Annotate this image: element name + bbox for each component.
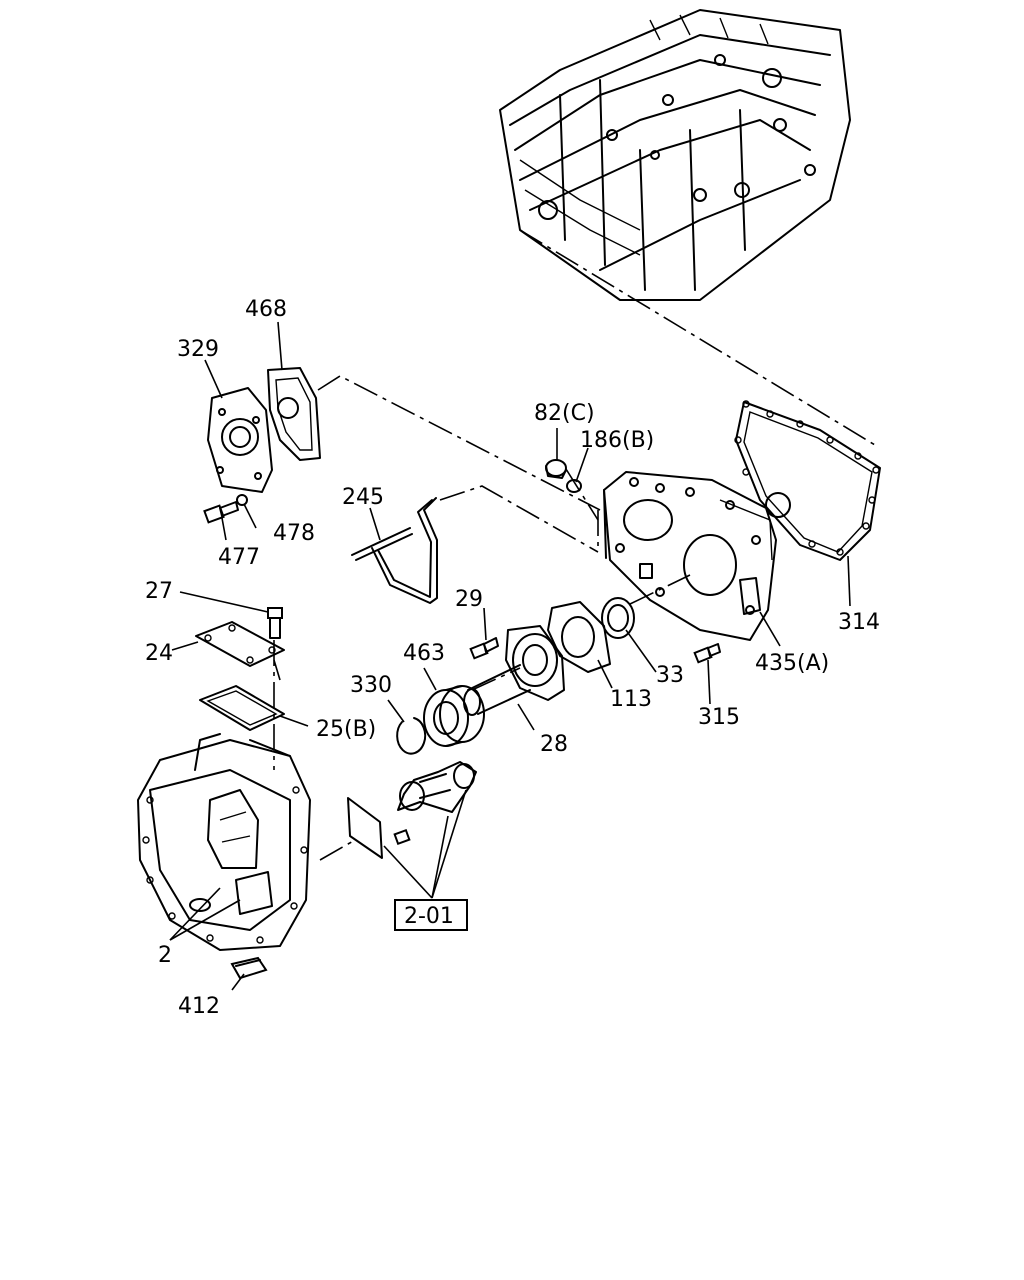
label-468: 468: [245, 297, 287, 322]
ref-label-2-01[interactable]: 2-01: [404, 904, 454, 929]
part-25b-gasket: [199, 685, 285, 731]
label-435a: 435(A): [755, 651, 829, 676]
label-186b: 186(B): [580, 428, 654, 453]
label-463: 463: [403, 641, 445, 666]
part-2-clutch-housing: [137, 733, 311, 951]
part-468-gasket: [267, 367, 321, 461]
part-82c-plug: [545, 459, 567, 479]
label-2: 2: [158, 943, 172, 968]
alignment-lines: [273, 229, 876, 861]
part-330-snap-ring: [396, 717, 427, 755]
label-477: 477: [218, 545, 260, 570]
part-24-cover: [195, 621, 285, 667]
part-315-bolt: [693, 643, 721, 664]
label-478: 478: [273, 521, 315, 546]
part-435a-front-plate: [603, 471, 777, 641]
part-29-bolt: [469, 637, 499, 660]
part-27-bolt: [267, 607, 283, 639]
label-28: 28: [540, 732, 568, 757]
label-29: 29: [455, 587, 483, 612]
part-478-washer: [236, 494, 248, 506]
transmission-case: [499, 9, 851, 301]
part-412-plug: [230, 956, 268, 980]
part-245-pipe: [351, 497, 438, 604]
label-113: 113: [610, 687, 652, 712]
subassembly-2-01-actuator: [347, 761, 477, 859]
label-82c: 82(C): [534, 401, 595, 426]
label-412: 412: [178, 994, 220, 1019]
part-477-bolt: [203, 501, 239, 524]
part-186b-oring: [566, 479, 582, 493]
label-245: 245: [342, 485, 384, 510]
part-329-cover: [207, 387, 273, 493]
label-25b: 25(B): [316, 717, 376, 742]
label-329: 329: [177, 337, 219, 362]
label-33: 33: [656, 663, 684, 688]
part-463-release-bearing: [423, 685, 485, 747]
label-330: 330: [350, 673, 392, 698]
label-314: 314: [838, 610, 880, 635]
label-315: 315: [698, 705, 740, 730]
ref-box-2-01[interactable]: [394, 899, 468, 931]
part-28-bearing-retainer: [463, 625, 565, 716]
part-314-gasket: [734, 400, 881, 561]
label-24: 24: [145, 641, 173, 666]
callout-labels: 468 329 82(C) 186(B) 245 478 477 27 29 2…: [145, 297, 880, 1019]
label-27: 27: [145, 579, 173, 604]
part-113-gasket: [547, 601, 611, 673]
part-33-oil-seal: [601, 597, 635, 639]
leader-lines: [169, 321, 851, 991]
